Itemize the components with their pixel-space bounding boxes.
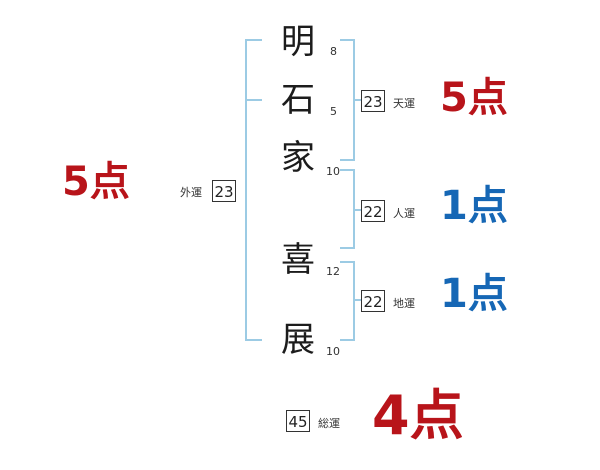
jinun-score: 1点 (440, 183, 508, 229)
surname-char-1: 明 (281, 22, 315, 62)
gaiun-score: 5点 (62, 159, 130, 205)
surname-strokes-1: 8 (330, 45, 337, 58)
given-char-2: 展 (281, 320, 315, 360)
bracket-line-3 (340, 39, 355, 161)
tenun-label: 天運 (393, 97, 415, 110)
bracket-line-7 (340, 261, 355, 341)
tenun-score: 5点 (440, 75, 508, 121)
souun-score: 4点 (372, 384, 464, 447)
bracket-line-5 (340, 169, 355, 249)
bracket-line-1 (245, 39, 262, 341)
tenun-value-box: 23 (361, 90, 385, 112)
souun-label: 総運 (318, 417, 340, 430)
surname-strokes-3: 10 (326, 165, 340, 178)
jinun-value-box: 22 (361, 200, 385, 222)
surname-char-3: 家 (281, 138, 315, 178)
given-char-1: 喜 (281, 240, 315, 280)
jinun-label: 人運 (393, 207, 415, 220)
surname-strokes-2: 5 (330, 105, 337, 118)
chiun-label: 地運 (393, 297, 415, 310)
surname-char-2: 石 (281, 80, 315, 120)
given-strokes-2: 10 (326, 345, 340, 358)
gaiun-label: 外運 (180, 186, 202, 199)
chiun-value-box: 22 (361, 290, 385, 312)
souun-value-box: 45 (286, 410, 310, 432)
chiun-score: 1点 (440, 271, 508, 317)
gaiun-value-box: 23 (212, 180, 236, 202)
given-strokes-1: 12 (326, 265, 340, 278)
